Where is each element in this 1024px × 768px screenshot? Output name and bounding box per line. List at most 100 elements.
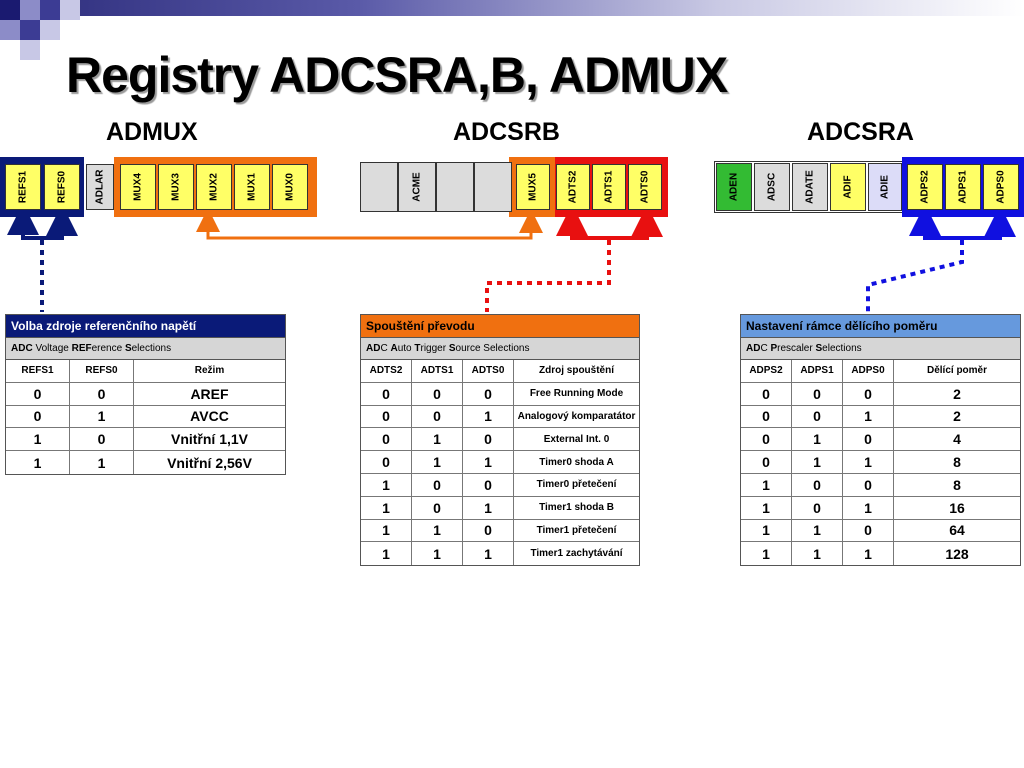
table-cell: 0 <box>412 382 463 405</box>
table-cell: 1 <box>463 542 514 566</box>
bit-adcsrb-5 <box>436 162 474 212</box>
reference-table-title: Volba zdroje referenčního napětí <box>6 315 285 338</box>
table-cell: 0 <box>412 473 463 496</box>
corner-square-decoration <box>40 0 60 20</box>
column-header: Režim <box>194 365 225 377</box>
bit-adsc: ADSC <box>754 163 790 211</box>
table-cell: 0 <box>741 405 792 428</box>
trigger-table-subtitle: ADC Auto Trigger Source Selections <box>361 338 639 360</box>
table-cell: 1 <box>412 428 463 451</box>
table-cell: 1 <box>463 496 514 519</box>
corner-square-decoration <box>20 40 40 60</box>
table-cell: 2 <box>953 408 961 425</box>
table-cell: 0 <box>361 428 412 451</box>
header-gradient-bar <box>0 0 1024 16</box>
bit-adcsrb-4 <box>474 162 512 212</box>
table-cell: 1 <box>843 405 894 428</box>
table-cell: 0 <box>843 428 894 451</box>
bit-mux0: MUX0 <box>272 164 308 210</box>
bit-adts2: ADTS2 <box>556 164 590 210</box>
bit-mux1: MUX1 <box>234 164 270 210</box>
table-cell: 1 <box>412 451 463 473</box>
table-header-row: REFS1 REFS0 Režim <box>6 360 285 383</box>
prescaler-table-title: Nastavení rámce dělícího poměru <box>741 315 1020 338</box>
bit-adcsrb-7 <box>360 162 398 212</box>
bit-mux5: MUX5 <box>516 164 550 210</box>
column-header: ADPS0 <box>843 360 894 382</box>
table-cell: 0 <box>70 428 134 451</box>
table-cell: 1 <box>70 451 134 474</box>
table-cell: 0 <box>792 405 843 428</box>
table-cell: 1 <box>843 542 894 566</box>
table-cell: 1 <box>361 473 412 496</box>
table-cell: 1 <box>792 519 843 542</box>
table-cell: 1 <box>843 496 894 519</box>
table-cell: 0 <box>6 382 70 405</box>
admux-label: ADMUX <box>106 118 198 146</box>
column-header: ADPS2 <box>741 360 792 382</box>
table-cell: Timer0 přetečení <box>536 479 617 491</box>
adts-connector <box>485 204 663 312</box>
trigger-table-title: Spouštění převodu <box>361 315 639 338</box>
bit-aden: ADEN <box>716 163 752 211</box>
mux-connector <box>196 208 543 240</box>
table-cell: 0 <box>843 382 894 405</box>
reference-table-subtitle: ADC Voltage REFerence Selections <box>6 338 285 360</box>
table-cell: External Int. 0 <box>543 433 610 445</box>
column-header: ADTS0 <box>463 360 514 382</box>
prescaler-table-subtitle: ADC Prescaler Selections <box>741 338 1020 360</box>
column-header: ADTS2 <box>361 360 412 382</box>
table-header-row: ADTS2 ADTS1 ADTS0 Zdroj spouštění <box>361 360 639 383</box>
column-header: Zdroj spouštění <box>539 365 614 377</box>
table-cell: 0 <box>792 473 843 496</box>
corner-square-decoration <box>20 0 40 20</box>
column-header: REFS1 <box>6 360 70 382</box>
table-cell: Timer1 shoda B <box>539 502 614 514</box>
table-cell: 0 <box>70 382 134 405</box>
table-cell: 0 <box>463 382 514 405</box>
bit-adie: ADIE <box>868 163 902 211</box>
adps-connector <box>866 204 1016 312</box>
corner-square-decoration <box>0 20 20 40</box>
bit-adate: ADATE <box>792 163 828 211</box>
bit-refs0: REFS0 <box>44 164 80 210</box>
table-cell: 1 <box>361 542 412 566</box>
table-cell: 128 <box>945 545 969 562</box>
bit-adif: ADIF <box>830 163 866 211</box>
table-cell: 0 <box>6 405 70 428</box>
bit-mux4: MUX4 <box>120 164 156 210</box>
table-cell: 0 <box>412 405 463 428</box>
table-cell: 1 <box>792 542 843 566</box>
table-cell: 0 <box>741 451 792 473</box>
corner-square-decoration <box>20 20 40 40</box>
table-cell: 1 <box>792 428 843 451</box>
column-header: REFS0 <box>70 360 134 382</box>
table-cell: 0 <box>843 519 894 542</box>
bit-adps0: ADPS0 <box>983 164 1019 210</box>
table-cell: 1 <box>361 519 412 542</box>
table-cell: 0 <box>463 519 514 542</box>
table-cell: 8 <box>953 454 961 471</box>
refs-connector <box>7 203 78 312</box>
corner-square-decoration <box>40 20 60 40</box>
table-cell: Vnitřní 1,1V <box>170 431 249 448</box>
table-cell: 1 <box>792 451 843 473</box>
bit-adps1: ADPS1 <box>945 164 981 210</box>
table-cell: 1 <box>361 496 412 519</box>
table-cell: 64 <box>949 522 965 539</box>
reference-table: Volba zdroje referenčního napětí ADC Vol… <box>5 314 286 475</box>
